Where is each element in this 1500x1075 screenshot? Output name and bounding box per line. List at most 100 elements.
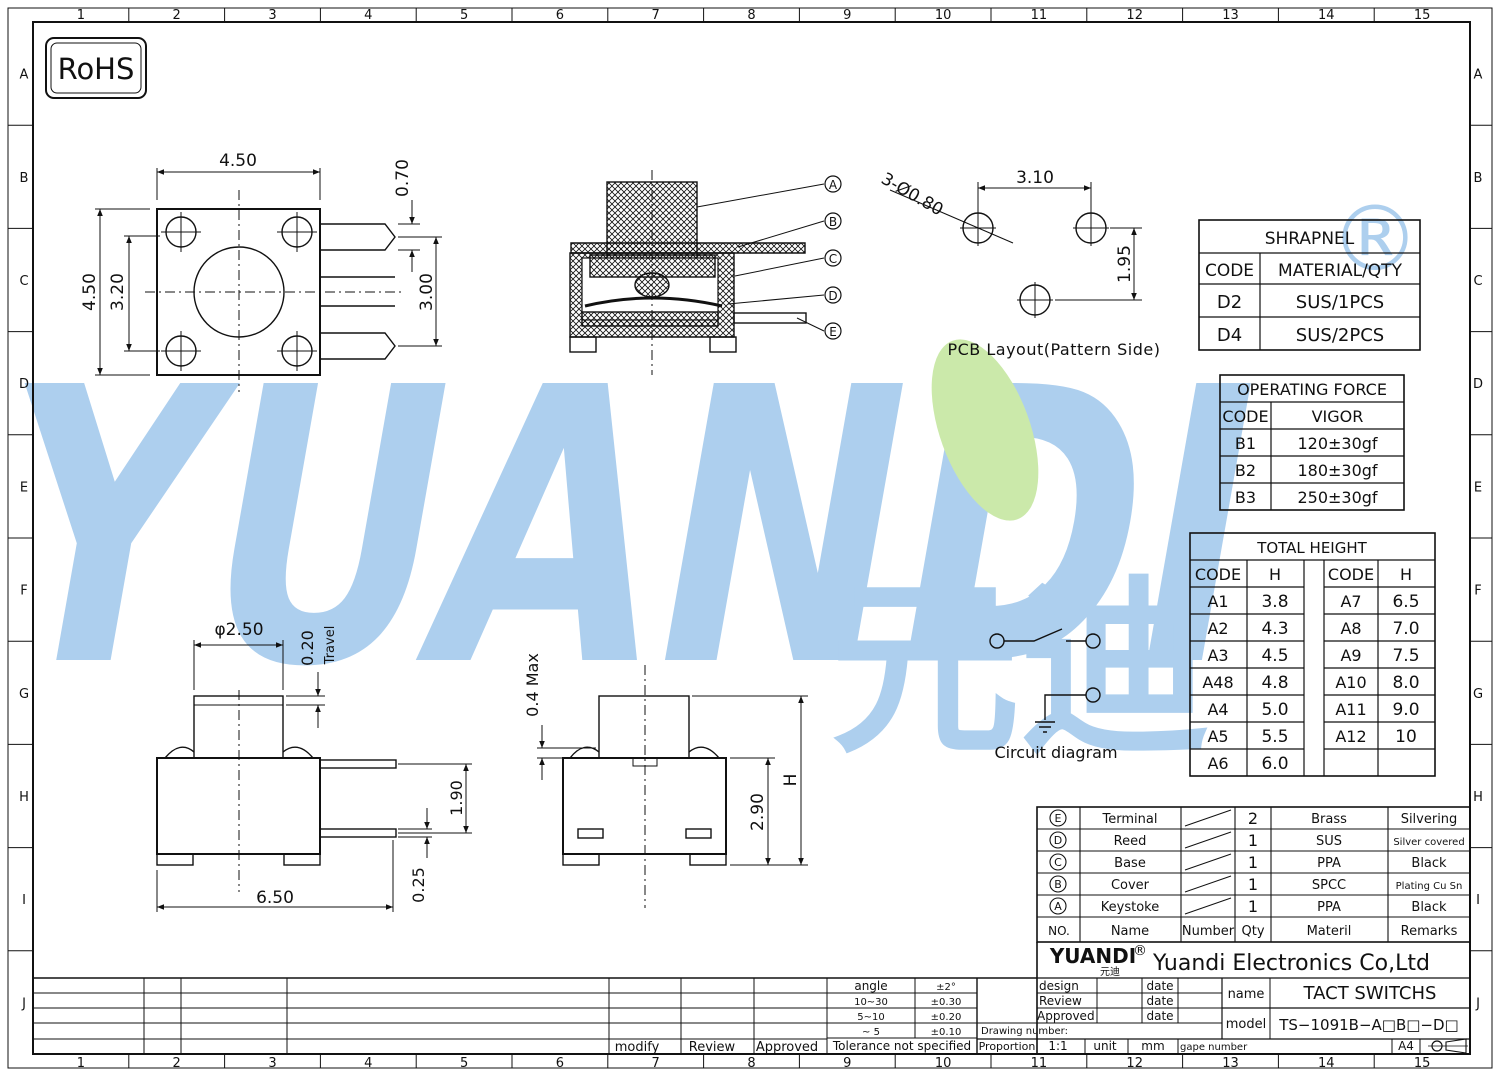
section-callout-d: D bbox=[828, 289, 837, 303]
column-marker-bottom: 5 bbox=[460, 1056, 468, 1071]
height-code: A9 bbox=[1340, 646, 1361, 665]
height-value: 4.5 bbox=[1261, 646, 1288, 666]
company-logo: YUANDI bbox=[1049, 944, 1136, 968]
tolerance-value: ±0.30 bbox=[931, 997, 962, 1008]
height-header-code-2: CODE bbox=[1328, 565, 1374, 584]
height-value: 7.0 bbox=[1392, 619, 1419, 639]
approved-label: Approved bbox=[1037, 1009, 1095, 1023]
column-marker-bottom: 3 bbox=[268, 1056, 276, 1071]
height-value: 4.8 bbox=[1261, 673, 1288, 693]
date-label: date bbox=[1146, 994, 1173, 1008]
height-code: A8 bbox=[1340, 619, 1361, 638]
proportion-label: Proportion bbox=[979, 1040, 1036, 1053]
column-marker-top: 11 bbox=[1031, 8, 1048, 23]
column-marker-bottom: 1 bbox=[77, 1056, 85, 1071]
row-marker-left: A bbox=[20, 68, 29, 83]
travel-label: Travel bbox=[323, 626, 338, 666]
bom-material: Brass bbox=[1311, 812, 1347, 827]
column-marker-top: 4 bbox=[364, 8, 372, 23]
column-marker-top: 12 bbox=[1126, 8, 1143, 23]
bom-material: PPA bbox=[1317, 900, 1341, 915]
tolerance-range: ~ 5 bbox=[862, 1027, 880, 1038]
height-value: 8.0 bbox=[1392, 673, 1419, 693]
height-value: 10 bbox=[1395, 727, 1417, 747]
bom-no: A bbox=[1054, 900, 1062, 913]
column-marker-bottom: 13 bbox=[1222, 1056, 1239, 1071]
column-marker-top: 13 bbox=[1222, 8, 1239, 23]
shrapnel-title: SHRAPNEL bbox=[1265, 229, 1355, 249]
column-marker-top: 8 bbox=[747, 8, 755, 23]
column-marker-bottom: 8 bbox=[747, 1056, 755, 1071]
force-value: 250±30gf bbox=[1297, 488, 1377, 507]
height-value: 6.0 bbox=[1261, 754, 1288, 774]
tolerance-range: angle bbox=[854, 979, 887, 993]
tolerance-value: ±0.10 bbox=[931, 1027, 962, 1038]
design-label: design bbox=[1039, 979, 1079, 993]
column-marker-top: 2 bbox=[173, 8, 181, 23]
bom-no: D bbox=[1054, 834, 1062, 847]
row-marker-right: J bbox=[1475, 996, 1480, 1011]
bom-qty: 2 bbox=[1248, 809, 1258, 828]
bom-name: Base bbox=[1114, 856, 1146, 871]
bom-remarks: Plating Cu Sn bbox=[1396, 881, 1463, 892]
column-marker-bottom: 6 bbox=[556, 1056, 564, 1071]
bom-remarks: Black bbox=[1411, 856, 1447, 871]
product-name: TACT SWITCHS bbox=[1303, 983, 1437, 1004]
height-code: A10 bbox=[1335, 673, 1366, 692]
company-name: Yuandi Electronics Co,Ltd bbox=[1152, 951, 1430, 976]
pcb-holes: 3-Ø0.80 bbox=[878, 169, 947, 220]
force-code: B3 bbox=[1235, 488, 1256, 507]
rohs-badge: RoHS bbox=[45, 37, 147, 99]
row-marker-left: C bbox=[19, 274, 28, 289]
bom-qty: 1 bbox=[1248, 831, 1258, 850]
bom-header-material: Materil bbox=[1307, 924, 1352, 939]
section-callout-a: A bbox=[829, 178, 838, 192]
bom-material: SPCC bbox=[1312, 878, 1346, 893]
watermark-cn: 元迪 bbox=[830, 559, 1210, 780]
frame: 1122334455667788991010111112121313141415… bbox=[7, 7, 1493, 1071]
shrapnel-header-code: CODE bbox=[1205, 261, 1254, 281]
dim-travel: 0.20 bbox=[298, 630, 317, 666]
height-value: 4.3 bbox=[1261, 619, 1288, 639]
height-header-h-2: H bbox=[1400, 565, 1412, 584]
force-header-code: CODE bbox=[1222, 407, 1268, 426]
unit-value: mm bbox=[1141, 1039, 1164, 1053]
bom-header-no: NO. bbox=[1048, 924, 1070, 938]
model-label: model bbox=[1226, 1017, 1266, 1032]
circuit-diagram: Circuit diagram bbox=[989, 628, 1118, 762]
dim-pin-width: 0.70 bbox=[393, 159, 413, 197]
column-marker-top: 5 bbox=[460, 8, 468, 23]
drawing-number-label: Drawing number: bbox=[981, 1026, 1068, 1037]
rev-modify: modify bbox=[615, 1040, 660, 1055]
row-marker-right: E bbox=[1474, 480, 1482, 495]
height-code: A11 bbox=[1335, 700, 1366, 719]
dim-plunger-dia: φ2.50 bbox=[214, 620, 263, 640]
tolerance-range: 10~30 bbox=[854, 997, 888, 1008]
column-marker-top: 7 bbox=[652, 8, 660, 23]
row-marker-right: G bbox=[1473, 687, 1483, 702]
dim-pin-thickness: 0.25 bbox=[409, 867, 428, 903]
row-marker-right: B bbox=[1474, 171, 1483, 186]
company-reg: ® bbox=[1133, 943, 1147, 959]
dim-top-inner: 3.20 bbox=[108, 273, 128, 311]
height-code: A2 bbox=[1207, 619, 1228, 638]
height-value: 9.0 bbox=[1392, 700, 1419, 720]
column-marker-top: 6 bbox=[556, 8, 564, 23]
bom-no: B bbox=[1054, 878, 1062, 891]
shrapnel-material: SUS/2PCS bbox=[1296, 325, 1384, 346]
column-marker-bottom: 14 bbox=[1318, 1056, 1335, 1071]
row-marker-left: J bbox=[21, 996, 26, 1011]
watermark-text: YUANDI bbox=[0, 309, 1291, 751]
bom-remarks: Black bbox=[1411, 900, 1447, 915]
column-marker-top: 1 bbox=[77, 8, 85, 23]
height-title: TOTAL HEIGHT bbox=[1256, 539, 1367, 557]
section-callout-c: C bbox=[829, 252, 837, 266]
watermark-reg: ® bbox=[1330, 187, 1420, 292]
shrapnel-code: D4 bbox=[1217, 325, 1242, 346]
row-marker-right: H bbox=[1473, 790, 1483, 805]
review-label: Review bbox=[1039, 994, 1082, 1008]
